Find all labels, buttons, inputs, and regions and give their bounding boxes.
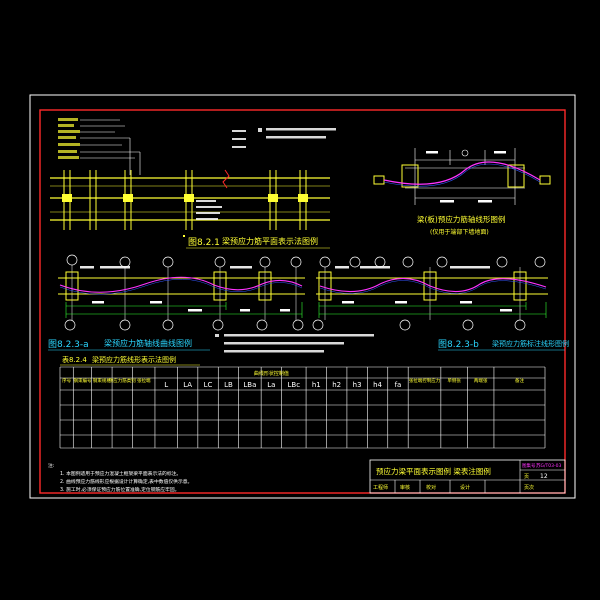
table-header-cell: LBa (243, 381, 256, 389)
table-header-cell: 钢束规格 (93, 377, 111, 384)
table-header-cell: LBc (288, 381, 301, 389)
table-group-header: 曲线形状控制值 (254, 370, 289, 377)
table-header-cell: fa (395, 381, 402, 389)
title-block-check: 校对 (426, 484, 436, 491)
note-line: 2. 曲线预应力筋线形应根据设计计算确定,表中数值仅供示意。 (60, 478, 192, 485)
table-header-cell: LA (183, 381, 192, 389)
parameter-table: 表8.2.4 梁预应力筋线形表示法图例 序号钢束编号钢束规格预应力筋类别张拉端 L… (59, 355, 546, 449)
table-header-cell: h1 (312, 381, 321, 389)
table-header-cell: L (164, 381, 168, 389)
table-header-cell: h4 (373, 381, 382, 389)
fig-beam-b-title: 梁预应力筋标注线形图例 (492, 339, 569, 348)
fig-plan-number: 图8.2.1 (188, 237, 220, 248)
drawing-border (39, 109, 566, 494)
notes-block: 注: 1. 本图例适用于预应力混凝土框架梁平面表示法的标注。2. 曲线预应力筋线形… (48, 462, 192, 493)
table-header-cell: 两端张 (474, 377, 488, 384)
table-header-cell: 预应力筋类别 (109, 377, 136, 384)
table-caption-number: 表8.2.4 (62, 355, 87, 364)
note-line: 注: (48, 462, 55, 469)
fig-section-subtitle: (仅用于端部下墙地面) (430, 228, 489, 236)
title-block-sheet: 页次 (524, 484, 534, 491)
table-header-cell: 序号 (62, 377, 71, 384)
table-header-cell: 钢束编号 (73, 377, 91, 384)
table-header-cell: LC (204, 381, 213, 389)
fig-section-title: 梁(板)预应力筋轴线形图例 (417, 214, 505, 224)
table-header-cell: 张拉端控制应力 (409, 377, 441, 384)
note-line: 3. 施工时,必须保证预应力筋位置准确,定位钢筋应牢固。 (60, 486, 179, 493)
center-notes (215, 334, 374, 353)
fig-beam-a-title: 梁预应力筋轴线曲线图例 (104, 338, 192, 348)
title-block-design: 设计 (460, 484, 470, 491)
table-header-cell: 备注 (515, 377, 524, 384)
title-block-title: 预应力梁平面表示图例 梁表注图例 (376, 466, 491, 476)
table-header-cell: 张拉端 (137, 377, 151, 384)
title-block-page-label: 页 (524, 474, 529, 480)
fig-beam-b-number: 图8.2.3-b (438, 339, 479, 350)
table-caption-title: 梁预应力筋线形表示法图例 (92, 355, 176, 364)
section-figure: 梁(板)预应力筋轴线形图例 (仅用于端部下墙地面) (373, 148, 551, 236)
note-line: 1. 本图例适用于预应力混凝土框架梁平面表示法的标注。 (60, 470, 181, 477)
outer-frame (29, 94, 576, 499)
table-header-cell: h3 (353, 381, 362, 389)
title-block-engineer: 工程师 (373, 484, 388, 491)
fig-plan-title: 梁预应力筋平面表示法图例 (222, 236, 318, 246)
title-block-page-number: 12 (540, 473, 548, 480)
table-header-cell: La (267, 381, 275, 389)
plan-figure: 图8.2.1 梁预应力筋平面表示法图例 (50, 118, 336, 249)
beam-figure-b: 图8.2.3-b 梁预应力筋标注线形图例 (312, 256, 569, 351)
title-block: 预应力梁平面表示图例 梁表注图例 图集号 苏G/T03-03 页 12 工程师 … (369, 459, 566, 494)
table-header-cell: h2 (332, 381, 341, 389)
table-header-cell: 单侧张 (447, 377, 461, 384)
table-header-cell: LB (224, 381, 233, 389)
title-block-atlas-number: 苏G/T03-03 (536, 462, 561, 469)
title-block-review: 审核 (400, 484, 410, 491)
fig-beam-a-number: 图8.2.3-a (48, 339, 89, 350)
title-block-atlas-label: 图集号 (522, 462, 536, 469)
beam-figure-a: 图8.2.3-a 梁预应力筋轴线曲线图例 (48, 254, 305, 351)
